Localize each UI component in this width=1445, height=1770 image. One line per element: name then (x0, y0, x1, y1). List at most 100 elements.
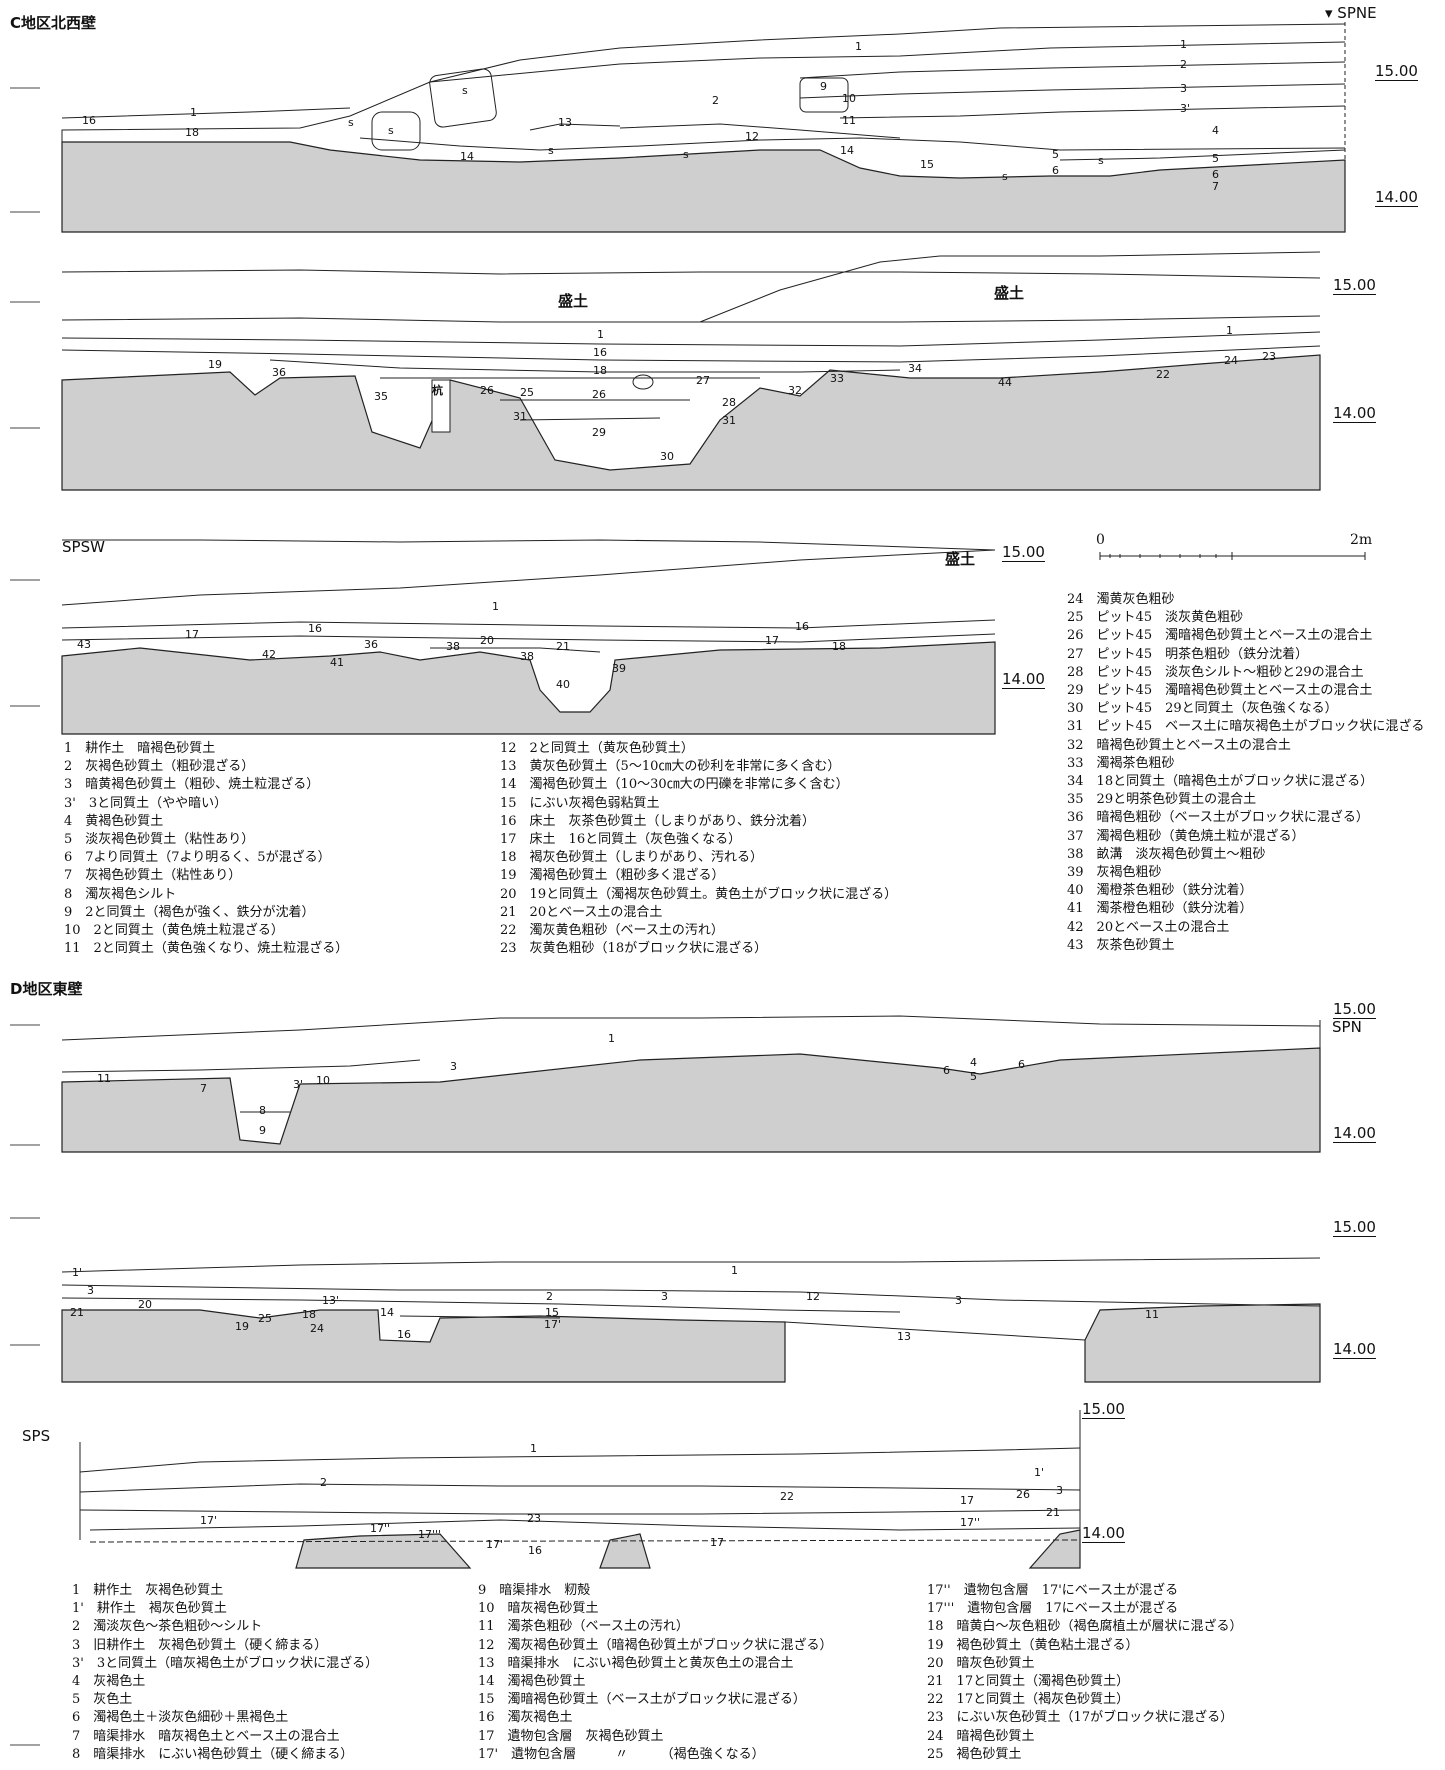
legend-item: 30 ピット45 29と同質土（灰色強くなる） (1067, 701, 1338, 717)
legend-item: 3' 3と同質土（やや暗い） (64, 795, 228, 811)
point-spne: ▾ SPNE (1325, 4, 1377, 22)
legend-item: 22 17と同質土（褐灰色砂質土） (927, 1692, 1130, 1708)
point-spsw: SPSW (62, 538, 105, 556)
layer-label: 1 (492, 600, 499, 613)
layer-label: 2 (1180, 58, 1187, 71)
layer-label: 31 (722, 414, 736, 427)
layer-label: s (548, 144, 554, 157)
layer-label: 1' (1034, 1466, 1045, 1479)
legend-item: 8 濁灰褐色シルト (64, 886, 177, 902)
legend-item: 27 ピット45 明茶色粗砂（鉄分沈着） (1067, 646, 1309, 662)
layer-label: 41 (330, 656, 344, 669)
layer-label: 17' (200, 1514, 218, 1527)
legend-item: 17'' 遺物包含層 17'にベース土が混ざる (927, 1583, 1179, 1598)
elevation-label: 15.00 (1333, 276, 1376, 295)
point-sps: SPS (22, 1427, 51, 1445)
layer-label: s (1002, 170, 1008, 183)
layer-label: 1 (530, 1442, 537, 1455)
scale-bar (1099, 552, 1366, 560)
legend-item: 25 褐色砂質土 (927, 1746, 1022, 1762)
legend-item: 7 暗渠排水 暗灰褐色土とベース土の混合土 (72, 1728, 340, 1744)
legend-item: 5 灰色土 (72, 1692, 133, 1708)
layer-label: 27 (696, 374, 710, 387)
layer-label: 14 (840, 144, 854, 157)
legend-item: 23 にぶい灰色砂質土（17がブロック状に混ざる） (927, 1710, 1234, 1726)
elevation-label: 14.00 (1375, 188, 1418, 207)
layer-label: 26 (480, 384, 494, 397)
layer-label: 17''' (418, 1528, 442, 1541)
layer-label: 39 (612, 662, 626, 675)
elevation-label: 15.00 (1082, 1400, 1125, 1419)
layer-label: 26 (592, 388, 606, 401)
layer-label: 13 (558, 116, 572, 129)
layer-label: 2 (320, 1476, 327, 1489)
layer-label: 10 (316, 1074, 330, 1087)
layer-label: 3 (955, 1294, 962, 1307)
layer-label: 17 (185, 628, 199, 641)
layer-label: 14 (380, 1306, 394, 1319)
layer-label: 19 (235, 1320, 249, 1333)
layer-label: 38 (520, 650, 534, 663)
layer-label: 7 (200, 1082, 207, 1095)
layer-label: 7 (1212, 180, 1219, 193)
elevation-ticks (10, 87, 40, 1746)
layer-label: 9 (259, 1124, 266, 1137)
layer-label: 5 (1052, 148, 1059, 161)
legend-item: 2 灰褐色砂質土（粗砂混ざる） (64, 759, 255, 775)
layer-label: 2 (546, 1290, 553, 1303)
legend-item: 10 2と同質土（黄色焼土粒混ざる） (64, 923, 284, 939)
legend-item: 21 20とベース土の混合土 (500, 904, 663, 920)
legend-item: 33 濁褐茶色粗砂 (1067, 755, 1175, 771)
legend-item: 1 耕作土 灰褐色砂質土 (72, 1583, 224, 1598)
profile-4 (61, 1015, 1321, 1153)
legend-item: 5 淡灰褐色砂質土（粘性あり） (64, 832, 255, 848)
legend-item: 13 暗渠排水 にぶい褐色砂質土と黄灰色土の混合土 (478, 1655, 794, 1671)
layer-label: 13' (322, 1294, 340, 1307)
layer-label: 24 (1224, 354, 1238, 367)
layer-label: 6 (943, 1064, 950, 1077)
profile-5 (61, 1257, 1321, 1383)
elevation-label: 15.00 (1333, 1000, 1376, 1019)
legend-item: 37 濁褐色粗砂（黄色焼土粒が混ざる） (1067, 828, 1305, 844)
layer-label: 16 (593, 346, 607, 359)
layer-label: 3 (450, 1060, 457, 1073)
legend-item: 36 暗褐色粗砂（ベース土がブロック状に混ざる） (1067, 810, 1369, 826)
profile-2 (61, 251, 1321, 491)
layer-label: 17' (544, 1318, 562, 1331)
layer-label: 18 (185, 126, 199, 139)
layer-label: 1 (855, 40, 862, 53)
layer-label: 1' (72, 1266, 83, 1279)
layer-label: 6 (1052, 164, 1059, 177)
layer-label: 18 (302, 1308, 316, 1321)
layer-label: 25 (520, 386, 534, 399)
legend-item: 8 暗渠排水 にぶい褐色砂質土（硬く締まる） (72, 1746, 354, 1762)
legend-item: 16 床土 灰茶色砂質土（しまりがあり、鉄分沈着） (500, 813, 816, 829)
legend-item: 17 床土 16と同質土（灰色強くなる） (500, 832, 742, 848)
layer-label: 18 (593, 364, 607, 377)
layer-label: 5 (970, 1070, 977, 1083)
legend-item: 42 20とベース土の混合土 (1067, 919, 1230, 935)
legend-item: 9 2と同質土（褐色が強く、鉄分が沈着） (64, 904, 315, 920)
layer-label: 16 (795, 620, 809, 633)
legend-item: 40 濁橙茶色粗砂（鉄分沈着） (1067, 883, 1253, 899)
section-title-d: D地区東壁 (10, 980, 83, 998)
legend-item: 1 耕作土 暗褐色砂質土 (64, 741, 216, 756)
layer-label: 1 (597, 328, 604, 341)
layer-label: 15 (545, 1306, 559, 1319)
layer-label: 17 (960, 1494, 974, 1507)
layer-label: 21 (70, 1306, 84, 1319)
legend-item: 29 ピット45 濁暗褐色砂質土とベース土の混合土 (1067, 683, 1373, 699)
elevation-label: 14.00 (1002, 670, 1045, 689)
layer-label: 23 (1262, 350, 1276, 363)
legend-item: 18 暗黄白～灰色粗砂（褐色腐植土が層状に混ざる） (927, 1619, 1243, 1635)
layer-label: 11 (1145, 1308, 1159, 1321)
layer-label: 9 (820, 80, 827, 93)
fill-label: 盛土 (945, 550, 976, 568)
legend-item: 38 畝溝 淡灰褐色砂質土～粗砂 (1067, 846, 1266, 862)
layer-label: 1 (731, 1264, 738, 1277)
layer-label: 29 (592, 426, 606, 439)
